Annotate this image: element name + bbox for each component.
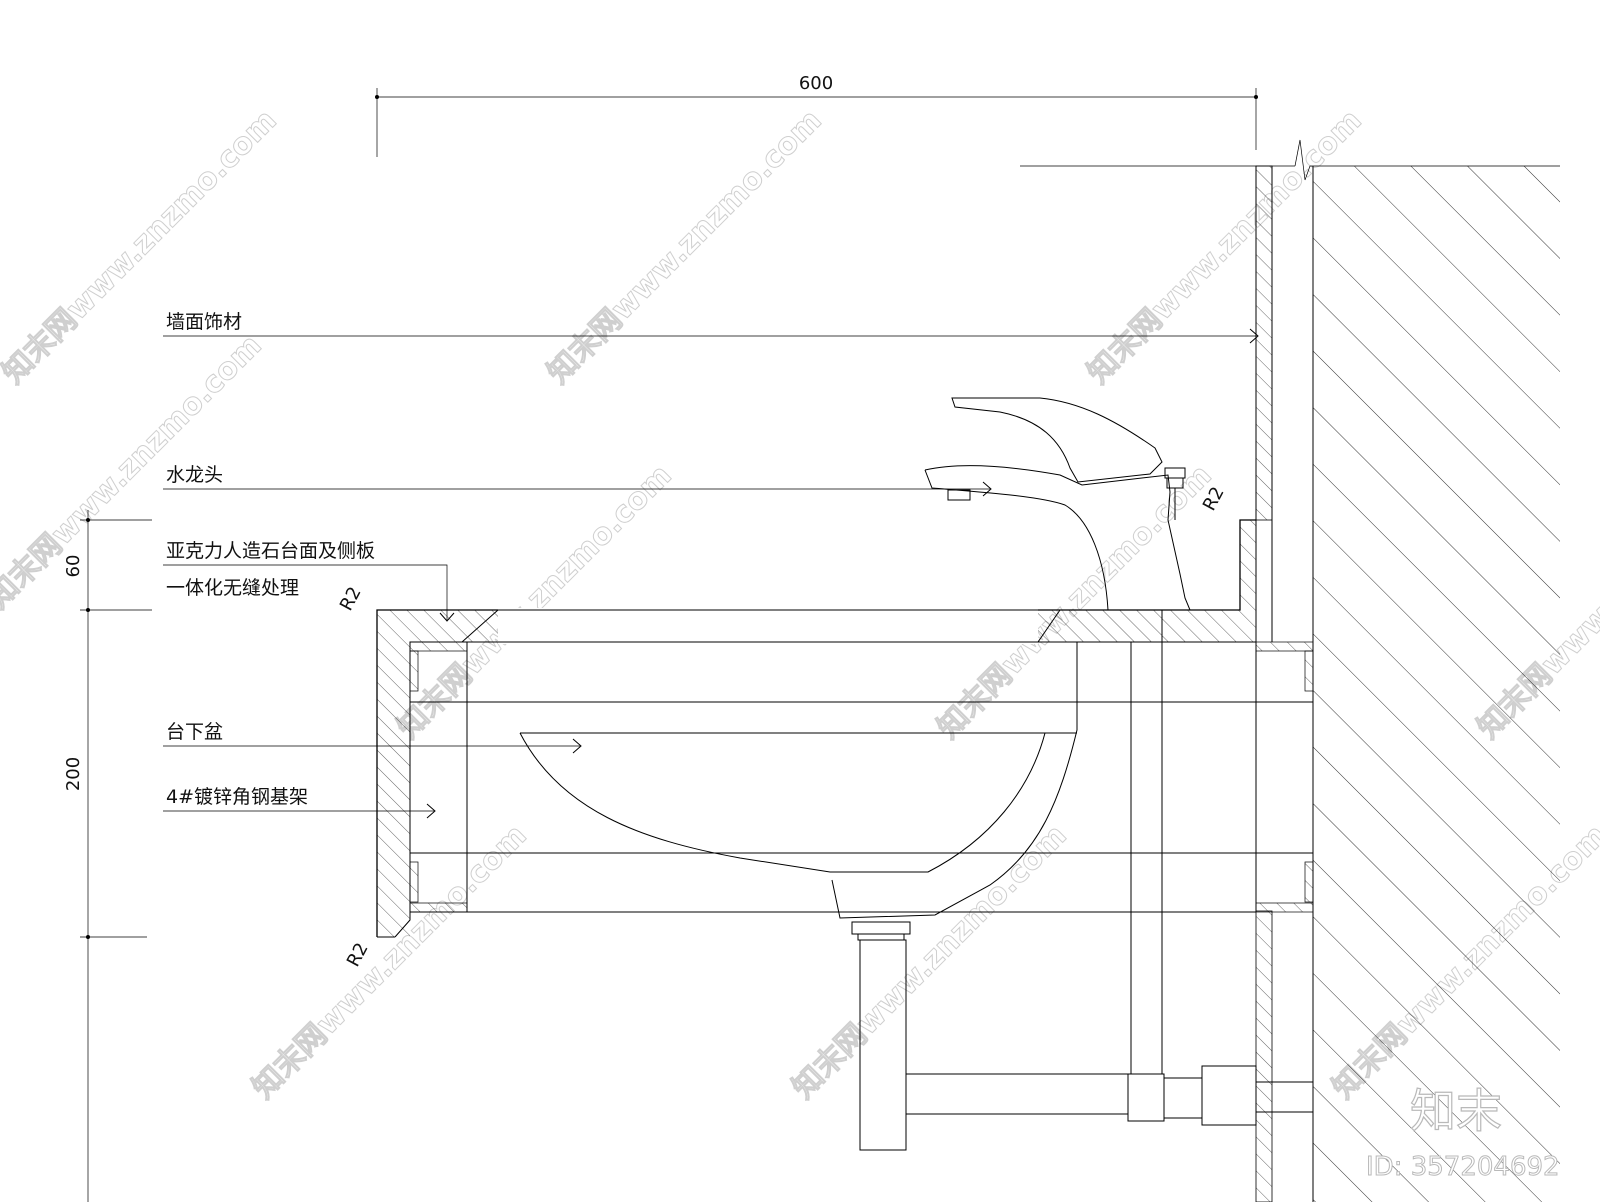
basin — [519, 610, 1314, 1151]
label-basin: 台下盆 — [166, 721, 223, 743]
watermark-text: 知末网www.znzmo.com — [786, 818, 1074, 1106]
dimension-height: 60 200 — [63, 510, 152, 1202]
label-countertop-line1: 亚克力人造石台面及侧板 — [166, 540, 375, 562]
label-wall-finish: 墙面饰材 — [166, 311, 242, 333]
dimension-width: 600 — [375, 73, 1258, 157]
callouts: 墙面饰材 水龙头 亚克力人造石台面及侧板 一体化无缝处理 台下盆 4#镀锌角钢基… — [163, 311, 1259, 819]
wall-finish-layer — [1255, 165, 1273, 1202]
radius-label: R2 — [336, 583, 366, 614]
faucet — [924, 397, 1191, 611]
brand-logo-text: 知末 — [1410, 1084, 1502, 1138]
wall-structure — [1020, 139, 1560, 1202]
dimension-lower-label: 200 — [63, 757, 84, 791]
brand-id-text: ID: 357204692 — [1366, 1152, 1560, 1182]
watermark-text: 知末网www.znzmo.com — [0, 328, 269, 616]
label-steel-frame: 4#镀锌角钢基架 — [166, 786, 308, 808]
dimension-upper-label: 60 — [63, 555, 84, 578]
watermark-text: 知末网www.znzmo.com — [541, 103, 829, 391]
watermark-text: 知末网www.znzmo.com — [391, 458, 679, 746]
countertop-assembly — [376, 519, 1256, 938]
steel-frame — [409, 641, 1314, 913]
dimension-width-label: 600 — [799, 73, 833, 94]
label-countertop-line2: 一体化无缝处理 — [166, 577, 299, 599]
brand-watermark: 知末 ID: 357204692 — [1366, 1083, 1561, 1182]
label-faucet: 水龙头 — [166, 464, 223, 486]
